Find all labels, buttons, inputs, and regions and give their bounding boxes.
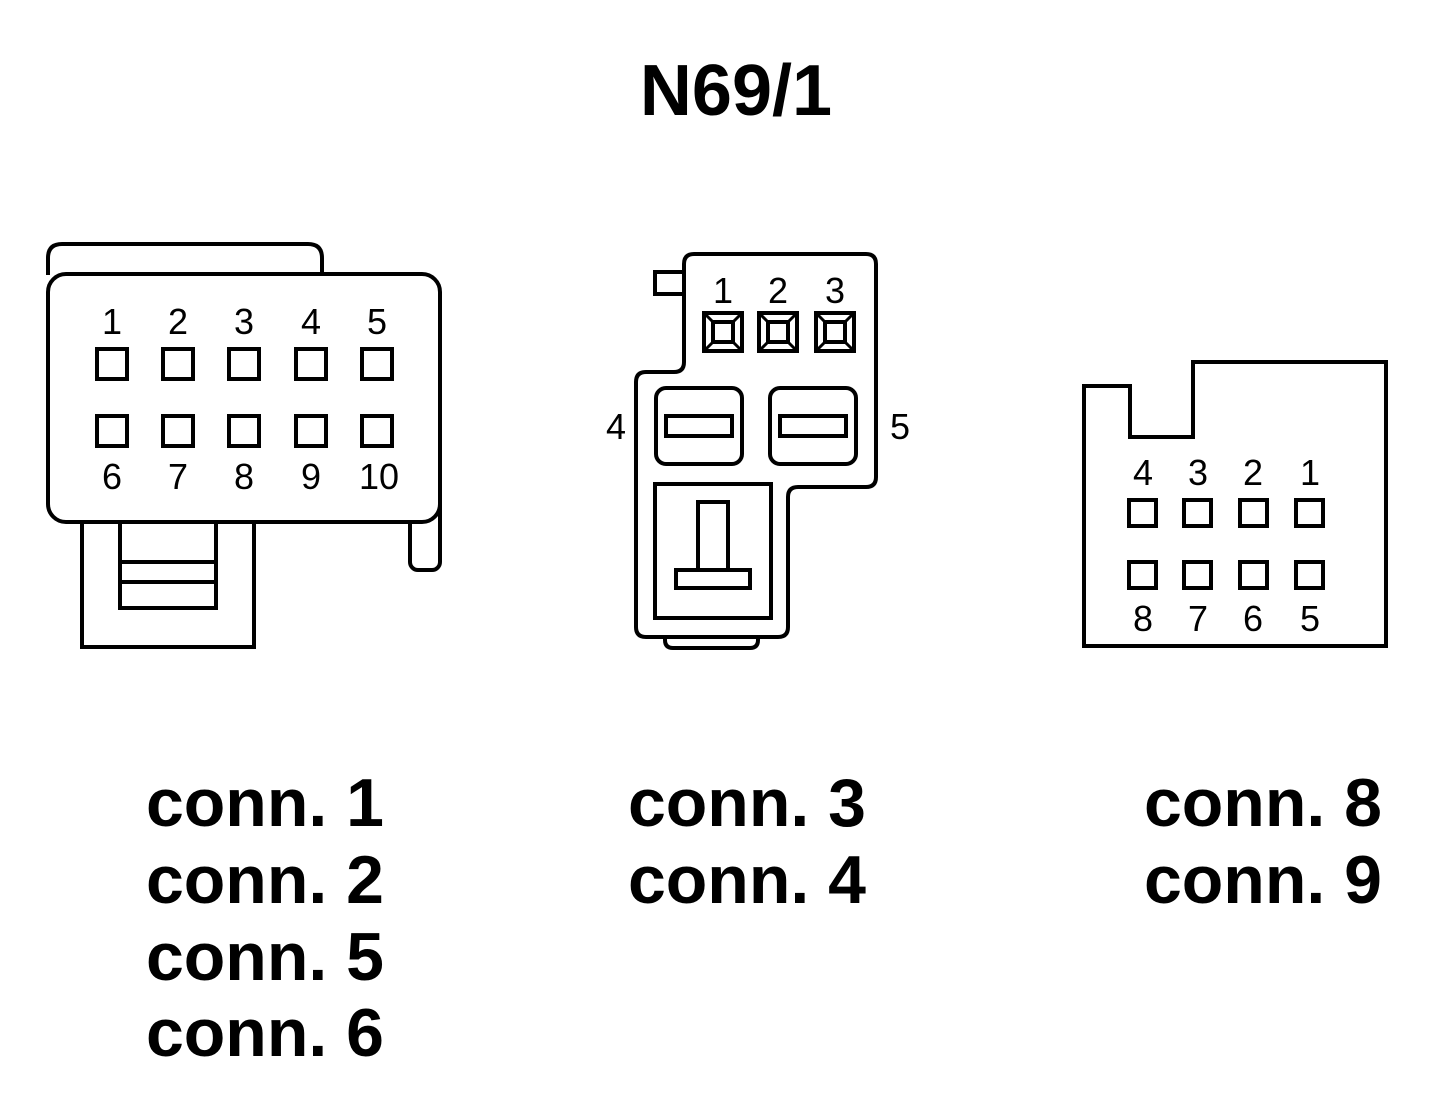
- connector-c-pin-label: 7: [1188, 598, 1208, 639]
- connector-a-pin: [227, 347, 261, 381]
- connector-label: conn. 2: [146, 842, 384, 918]
- connector-c-pin: [1182, 498, 1213, 528]
- connector-c-pin-label: 5: [1300, 598, 1320, 639]
- connector-c-pin-label: 1: [1300, 452, 1320, 493]
- connector-a: 1 2 3 4 5 6 7 8 9 10: [46, 242, 442, 649]
- connector-a-pin-label: 9: [301, 456, 321, 497]
- connector-c: 4 3 2 1 8 7 6 5: [1082, 360, 1388, 648]
- connector-a-pin-label: 3: [234, 301, 254, 342]
- connector-c-pin: [1238, 560, 1269, 590]
- connector-b-pin: [757, 311, 799, 353]
- connector-b-pin-label: 1: [713, 270, 733, 311]
- connector-b-terminal: [696, 500, 730, 572]
- connector-a-back-shell: [46, 242, 324, 275]
- connector-b-pin-label: 2: [768, 270, 788, 311]
- connector-b-terminal-base: [674, 568, 752, 590]
- connector-a-pin-label: 2: [168, 301, 188, 342]
- connector-b-labels: conn. 3 conn. 4: [628, 765, 866, 918]
- connector-a-pin: [294, 414, 328, 448]
- connector-a-pin: [360, 347, 394, 381]
- connector-a-pin: [161, 414, 195, 448]
- connector-label: conn. 8: [1144, 765, 1382, 841]
- connector-a-pin: [95, 414, 129, 448]
- connector-b-pin-slot: [664, 414, 734, 438]
- connector-a-pin-label: 5: [367, 301, 387, 342]
- connector-a-pin-label: 10: [359, 456, 399, 497]
- connector-c-pin: [1238, 498, 1269, 528]
- connector-label: conn. 5: [146, 919, 384, 995]
- connector-label: conn. 9: [1144, 842, 1382, 918]
- connector-b-pin: [702, 311, 744, 353]
- connector-c-pin-label: 2: [1243, 452, 1263, 493]
- connector-c-pin-label: 6: [1243, 598, 1263, 639]
- connector-a-pin: [360, 414, 394, 448]
- connector-label: conn. 6: [146, 995, 384, 1071]
- connector-a-pin-label: 4: [301, 301, 321, 342]
- connector-c-pin: [1294, 498, 1325, 528]
- connector-a-pin-label: 8: [234, 456, 254, 497]
- connector-b-pin-slot: [778, 414, 848, 438]
- connector-label: conn. 4: [628, 842, 866, 918]
- connector-a-pin-label: 1: [102, 301, 122, 342]
- connector-label: conn. 1: [146, 765, 384, 841]
- connector-b-pin-label: 5: [890, 406, 910, 447]
- connector-a-labels: conn. 1 conn. 2 conn. 5 conn. 6: [146, 765, 384, 1071]
- connector-c-pin-label: 4: [1133, 452, 1153, 493]
- connector-a-body: [46, 272, 442, 524]
- connector-a-pin-label: 6: [102, 456, 122, 497]
- connector-a-pin: [95, 347, 129, 381]
- connector-label: conn. 3: [628, 765, 866, 841]
- connector-a-pin: [294, 347, 328, 381]
- connector-c-pin-label: 8: [1133, 598, 1153, 639]
- connector-b-pin: [814, 311, 856, 353]
- diagram-title: N69/1: [640, 51, 832, 131]
- connector-b-pin-label: 4: [606, 406, 626, 447]
- connector-c-pin-label: 3: [1188, 452, 1208, 493]
- connector-c-pin: [1127, 560, 1158, 590]
- connector-b: 1 2 3: [606, 252, 910, 650]
- connector-a-pin: [161, 347, 195, 381]
- connector-c-pin: [1294, 560, 1325, 590]
- connector-a-pin: [227, 414, 261, 448]
- connector-c-pin: [1182, 560, 1213, 590]
- connector-c-pin: [1127, 498, 1158, 528]
- connector-b-pin-label: 3: [825, 270, 845, 311]
- connector-a-pin-label: 7: [168, 456, 188, 497]
- connector-c-labels: conn. 8 conn. 9: [1144, 765, 1382, 918]
